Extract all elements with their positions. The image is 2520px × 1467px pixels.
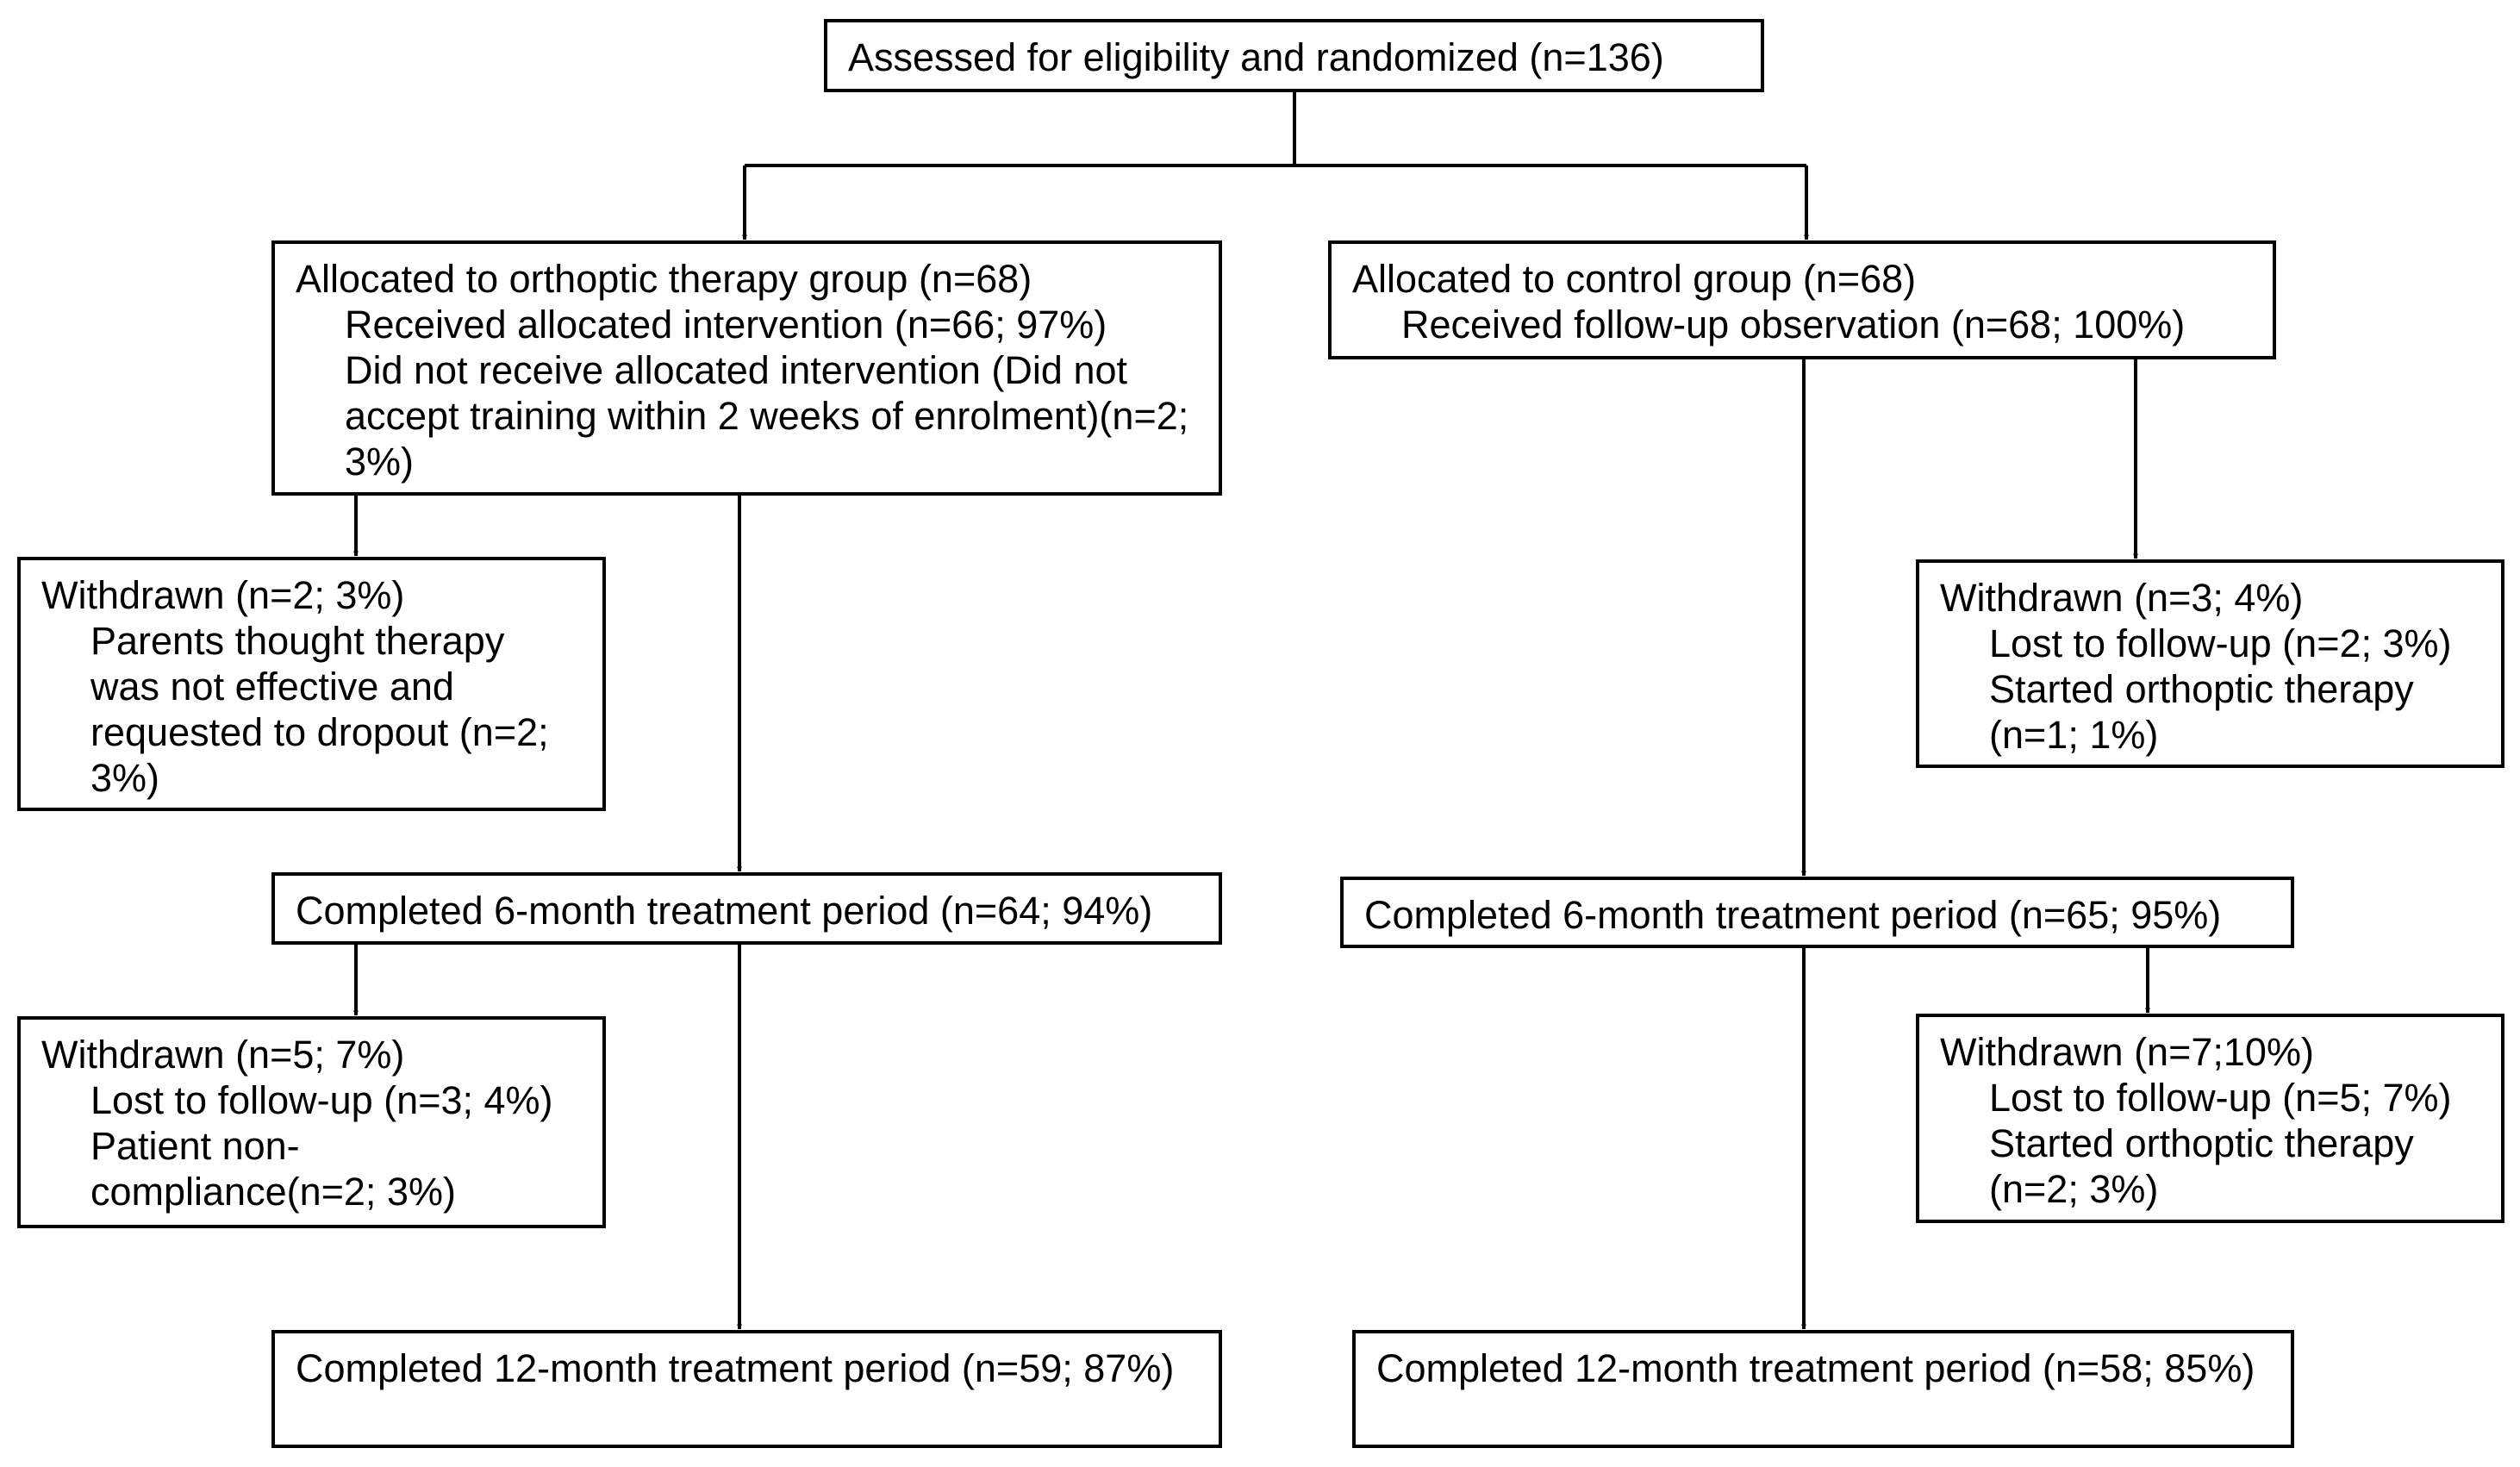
box-right-withdrawn-1: Withdrawn (n=3; 4%) Lost to follow-up (n…	[1916, 559, 2504, 768]
right-withdrawn-2-started: Started orthoptic therapy (n=2; 3%)	[1989, 1121, 2414, 1211]
box-right-completed-12: Completed 12-month treatment period (n=5…	[1352, 1330, 2294, 1448]
therapy-not-received-text: Did not receive allocated intervention (…	[345, 348, 1189, 484]
control-allocated-title: Allocated to control group (n=68)	[1352, 257, 1917, 301]
left-completed-6-text: Completed 6-month treatment period (n=64…	[296, 889, 1153, 933]
left-withdrawn-2-noncompliance: Patient non-compliance(n=2; 3%)	[90, 1124, 456, 1214]
box-therapy-allocated: Allocated to orthoptic therapy group (n=…	[271, 240, 1222, 496]
control-received-text: Received follow-up observation (n=68; 10…	[1401, 303, 2186, 346]
right-withdrawn-1-lost: Lost to follow-up (n=2; 3%)	[1989, 621, 2452, 665]
box-left-completed-6: Completed 6-month treatment period (n=64…	[271, 872, 1222, 945]
right-withdrawn-1-title: Withdrawn (n=3; 4%)	[1940, 576, 2304, 620]
box-right-withdrawn-2: Withdrawn (n=7;10%) Lost to follow-up (n…	[1916, 1014, 2504, 1223]
left-withdrawn-2-title: Withdrawn (n=5; 7%)	[41, 1033, 405, 1077]
box-left-completed-12: Completed 12-month treatment period (n=5…	[271, 1330, 1222, 1448]
right-completed-6-text: Completed 6-month treatment period (n=65…	[1364, 893, 2222, 937]
therapy-received-text: Received allocated intervention (n=66; 9…	[345, 303, 1107, 346]
right-withdrawn-2-title: Withdrawn (n=7;10%)	[1940, 1030, 2314, 1074]
left-withdrawn-1-reason: Parents thought therapy was not effectiv…	[90, 619, 549, 800]
left-withdrawn-2-lost: Lost to follow-up (n=3; 4%)	[90, 1078, 553, 1122]
box-left-withdrawn-1: Withdrawn (n=2; 3%) Parents thought ther…	[17, 557, 606, 811]
left-withdrawn-1-title: Withdrawn (n=2; 3%)	[41, 573, 405, 617]
box-left-withdrawn-2: Withdrawn (n=5; 7%) Lost to follow-up (n…	[17, 1016, 606, 1228]
right-withdrawn-2-lost: Lost to follow-up (n=5; 7%)	[1989, 1076, 2452, 1120]
right-withdrawn-1-started: Started orthoptic therapy (n=1; 1%)	[1989, 667, 2414, 757]
box-control-allocated: Allocated to control group (n=68) Receiv…	[1328, 240, 2276, 359]
box-randomized: Assessed for eligibility and randomized …	[824, 19, 1764, 92]
randomized-text: Assessed for eligibility and randomized …	[848, 35, 1664, 79]
right-completed-12-text: Completed 12-month treatment period (n=5…	[1376, 1346, 2255, 1390]
box-right-completed-6: Completed 6-month treatment period (n=65…	[1340, 877, 2294, 948]
therapy-allocated-title: Allocated to orthoptic therapy group (n=…	[296, 257, 1032, 301]
left-completed-12-text: Completed 12-month treatment period (n=5…	[296, 1346, 1175, 1390]
